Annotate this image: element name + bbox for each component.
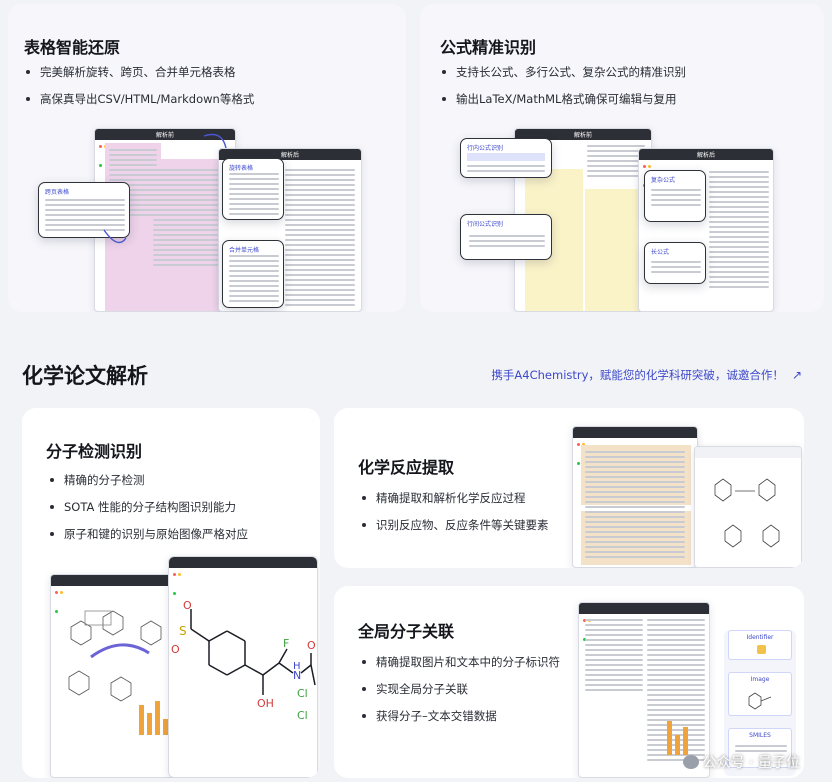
- bullet: SOTA 性能的分子结构图识别能力: [50, 499, 248, 515]
- callout-label: 复杂公式: [651, 177, 676, 184]
- identifier-label: Identifier: [746, 634, 774, 641]
- flow-arrows: [103, 133, 227, 244]
- reaction-molecules: [714, 478, 780, 548]
- bullet: 精确提取图片和文本中的分子标识符: [362, 654, 560, 670]
- bullet: 实现全局分子关联: [362, 681, 560, 697]
- reaction-result-window: [694, 446, 802, 568]
- atom-label: O: [183, 599, 192, 612]
- window-title: 解析后: [280, 152, 299, 159]
- after-window: 解析后: [638, 148, 774, 312]
- bar-chart-sketch: [665, 715, 695, 755]
- smiles-label: SMILES: [749, 732, 771, 739]
- image-box: Image: [728, 672, 792, 716]
- bullet: 高保真导出CSV/HTML/Markdown等格式: [26, 91, 254, 107]
- atom-label: O: [171, 643, 180, 656]
- reaction-extraction-title: 化学反应提取: [358, 458, 455, 477]
- table-restore-card: 表格智能还原 完美解析旋转、跨页、合并单元格表格 高保真导出CSV/HTML/M…: [8, 4, 406, 312]
- table-restore-bullets: 完美解析旋转、跨页、合并单元格表格 高保真导出CSV/HTML/Markdown…: [26, 64, 254, 118]
- molecule-sketches: [68, 610, 162, 702]
- association-panel: Identifier Image SMILES: [724, 630, 796, 776]
- formula-title: 公式精准识别: [440, 38, 537, 57]
- global-molecule-title: 全局分子关联: [358, 622, 455, 641]
- partner-link[interactable]: 携手A4Chemistry，赋能您的化学科研突破，诚邀合作！ ↗: [491, 367, 802, 383]
- window-title: 解析前: [573, 132, 592, 139]
- atom-label: OH: [257, 697, 274, 710]
- callout-label: 长公式: [651, 249, 670, 256]
- reaction-extraction-bullets: 精确提取和解析化学反应过程 识别反应物、反应条件等关键要素: [362, 490, 549, 544]
- callout-label: 合并单元格: [229, 247, 260, 254]
- molecule-detection-bullets: 精确的分子检测 SOTA 性能的分子结构图识别能力 原子和键的识别与原始图像严格…: [50, 472, 248, 553]
- watermark-text: 公众号 · 量子位: [702, 755, 800, 771]
- molecule-detection-card: 分子检测识别 精确的分子检测 SOTA 性能的分子结构图识别能力 原子和键的识别…: [22, 408, 320, 778]
- formula-bullets: 支持长公式、多行公式、复杂公式的精准识别 输出LaTeX/MathML格式确保可…: [442, 64, 686, 118]
- reaction-paper-window: [572, 426, 698, 568]
- arrow-up-right-icon: ↗: [791, 368, 802, 382]
- global-molecule-bullets: 精确提取图片和文本中的分子标识符 实现全局分子关联 获得分子–文本交错数据: [362, 654, 560, 735]
- rotated-table-callout: 旋转表格: [222, 158, 284, 220]
- before-window: 解析前: [514, 128, 652, 312]
- molecule-window: O S O F OH H N O Cl Cl: [168, 556, 318, 778]
- bullet: 输出LaTeX/MathML格式确保可编辑与复用: [442, 91, 686, 107]
- section-title: 化学论文解析: [22, 364, 148, 388]
- bullet: 原子和键的识别与原始图像严格对应: [50, 526, 248, 542]
- molecule-structure: O S O F OH H N O Cl Cl: [171, 599, 316, 722]
- global-paper-window: [578, 602, 710, 778]
- bullet: 支持长公式、多行公式、复杂公式的精准识别: [442, 64, 686, 80]
- wechat-icon: [682, 755, 699, 769]
- bullet: 获得分子–文本交错数据: [362, 708, 560, 724]
- formula-card: 公式精准识别 支持长公式、多行公式、复杂公式的精准识别 输出LaTeX/Math…: [420, 4, 824, 312]
- table-restore-title: 表格智能还原: [24, 38, 121, 57]
- bullet: 精确提取和解析化学反应过程: [362, 490, 549, 506]
- display-formula-callout: 行间公式识别: [460, 214, 552, 260]
- inline-formula-callout: 行内公式识别: [460, 138, 552, 178]
- callout-label: 旋转表格: [229, 165, 254, 172]
- after-window: 解析后: [218, 148, 362, 312]
- molecule-detection-title: 分子检测识别: [46, 442, 143, 461]
- atom-label: Cl: [297, 687, 308, 700]
- atom-label: O: [307, 639, 316, 652]
- atom-label: H: [293, 661, 301, 672]
- bullet: 精确的分子检测: [50, 472, 248, 488]
- identifier-box: Identifier: [728, 630, 792, 660]
- window-title: 解析前: [155, 132, 174, 139]
- global-molecule-card: 全局分子关联 精确提取图片和文本中的分子标识符 实现全局分子关联 获得分子–文本…: [334, 586, 804, 778]
- long-formula-callout: 长公式: [644, 242, 706, 284]
- cross-page-table-callout: 跨页表格: [38, 182, 130, 238]
- bullet: 识别反应物、反应条件等关键要素: [362, 517, 549, 533]
- merged-cell-callout: 合并单元格: [222, 240, 284, 308]
- image-label: Image: [750, 676, 770, 683]
- callout-label: 行间公式识别: [467, 221, 504, 228]
- atom-label: Cl: [297, 709, 308, 722]
- watermark: 公众号 · 量子位: [682, 752, 800, 772]
- complex-formula-callout: 复杂公式: [644, 170, 706, 222]
- reaction-extraction-card: 化学反应提取 精确提取和解析化学反应过程 识别反应物、反应条件等关键要素: [334, 408, 804, 568]
- callout-label: 行内公式识别: [467, 145, 504, 152]
- atom-label: N: [293, 669, 301, 682]
- bullet: 完美解析旋转、跨页、合并单元格表格: [26, 64, 254, 80]
- partner-link-text[interactable]: 携手A4Chemistry，赋能您的化学科研突破，诚邀合作！: [491, 368, 784, 382]
- paper-window: [50, 574, 188, 778]
- identifier-badge: [757, 645, 766, 654]
- molecule-thumbnail: [748, 692, 772, 710]
- window-title: 解析后: [696, 152, 715, 159]
- smiles-box: SMILES: [728, 728, 792, 768]
- atom-label: S: [179, 624, 187, 638]
- atom-label: F: [283, 637, 289, 650]
- callout-label: 跨页表格: [45, 189, 70, 196]
